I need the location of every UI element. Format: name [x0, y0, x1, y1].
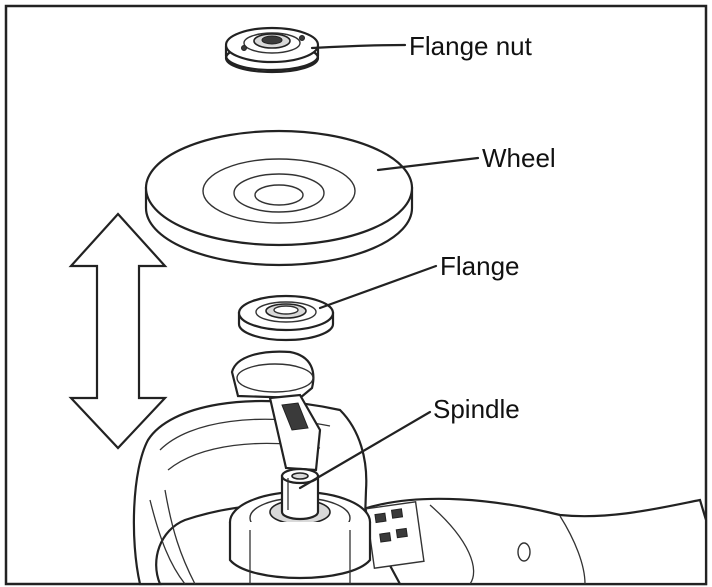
- grinder-body: [132, 350, 708, 586]
- spindle-leader: [298, 410, 432, 490]
- flange-part: [237, 294, 335, 342]
- flange-nut-part: [224, 26, 320, 74]
- double-arrow-icon: [68, 212, 168, 450]
- wheel-label: Wheel: [482, 143, 556, 173]
- wheel-part: [144, 129, 414, 267]
- wheel-leader: [376, 156, 480, 172]
- spindle-label: Spindle: [433, 394, 520, 424]
- flange-label: Flange: [440, 251, 520, 281]
- flange-nut-label: Flange nut: [409, 31, 533, 61]
- flange-leader: [318, 264, 438, 310]
- flange-nut-leader: [310, 43, 407, 50]
